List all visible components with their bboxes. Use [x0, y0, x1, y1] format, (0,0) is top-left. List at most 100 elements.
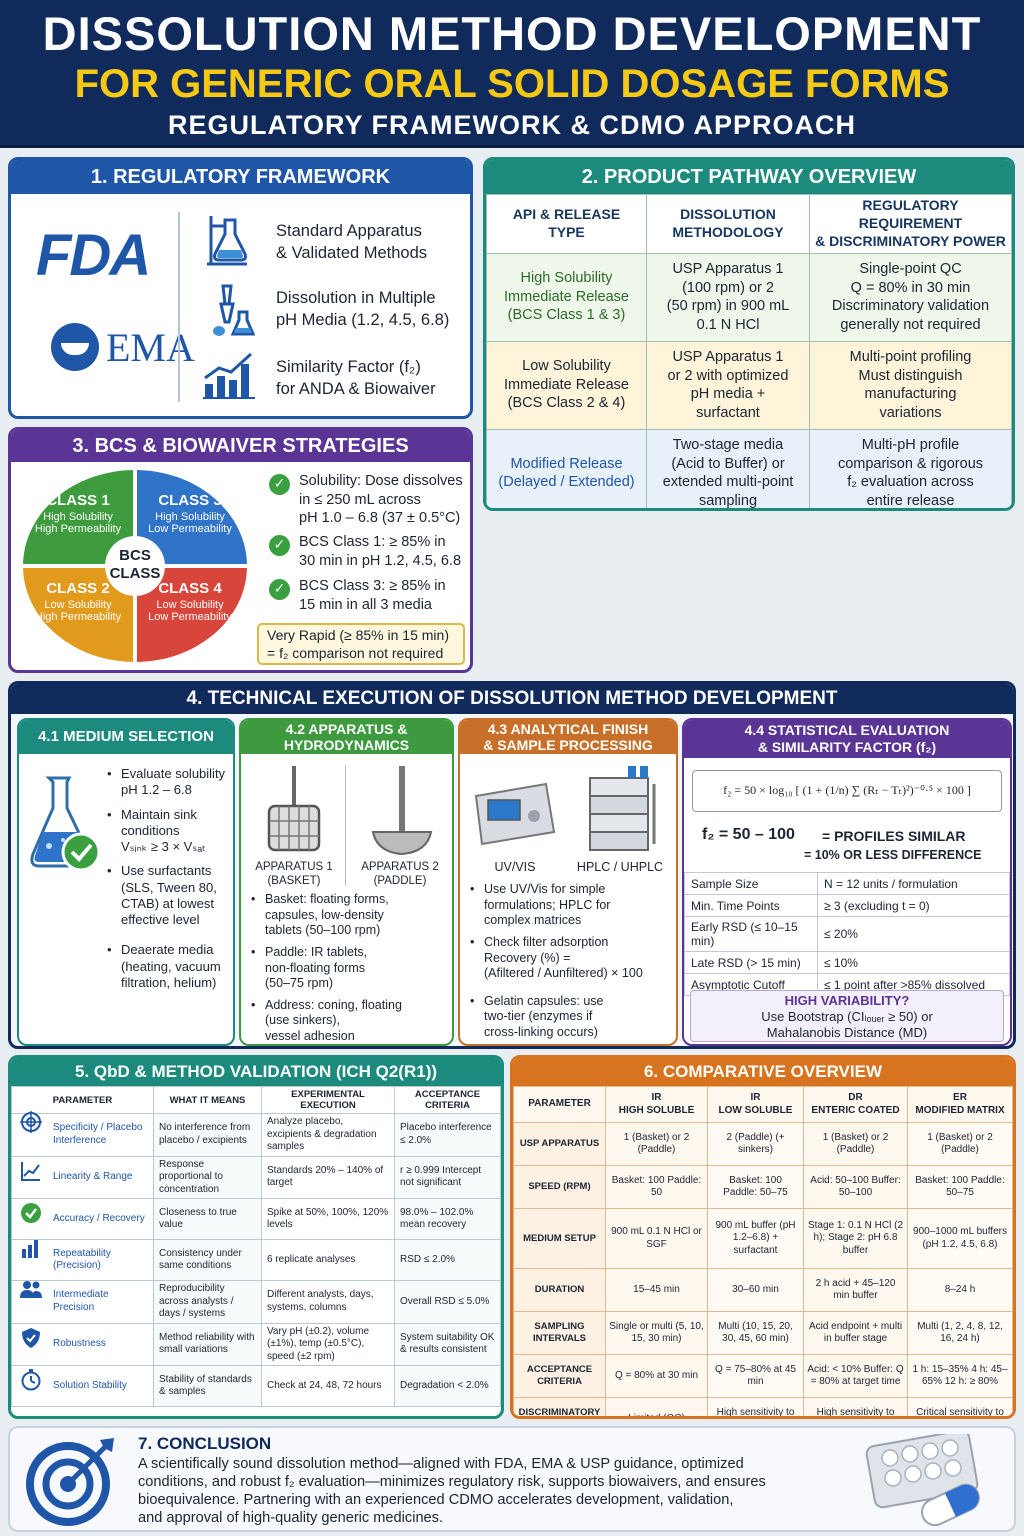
- validation-parameter-label: Intermediate Precision: [53, 1289, 109, 1313]
- uv-vis-instrument-icon: [474, 782, 556, 846]
- apparatus-list: Basket: floating forms,capsules, low-den…: [251, 892, 451, 1044]
- cmp-cell: Q = 80% at 30 min: [605, 1354, 708, 1398]
- bcs-class-3: CLASS 3 High Solubility Low Permeability: [148, 492, 232, 535]
- cmp-cell: 8–24 h: [907, 1268, 1013, 1312]
- validation-cell-a: System suitability OK & results consiste…: [394, 1322, 501, 1366]
- f2-formula: f₂ = 50 × log₁₀ [ (1 + (1/n) ∑ (Rₜ − Tₜ)…: [692, 770, 1002, 812]
- cmp-cell: Limited (QC): [605, 1397, 708, 1416]
- cmp-row-label: USP APPARATUS: [513, 1122, 606, 1166]
- validation-cell-a: Degradation < 2.0%: [394, 1365, 501, 1407]
- validation-header: ACCEPTANCE CRITERIA: [394, 1086, 501, 1114]
- page-header: DISSOLUTION METHOD DEVELOPMENT FOR GENER…: [0, 0, 1024, 148]
- cmp-cell: High sensitivity to coating & pH trigger: [803, 1397, 908, 1416]
- cmp-cell: Stage 1: 0.1 N HCl (2 h); Stage 2: pH 6.…: [803, 1208, 908, 1269]
- validation-cell-e: Vary pH (±0.2), volume (±1%), temp (±0.5…: [261, 1322, 395, 1366]
- validation-parameter: Intermediate Precision: [11, 1280, 154, 1324]
- analytical-title: 4.3 ANALYTICAL FINISH& SAMPLE PROCESSING: [460, 720, 676, 754]
- section-conclusion: 7. CONCLUSION A scientifically sound dis…: [8, 1426, 1016, 1532]
- cmp-cell: Basket: 100 Paddle: 50: [605, 1165, 708, 1209]
- flask-stand-icon: [207, 216, 247, 266]
- validation-parameter: Linearity & Range: [11, 1155, 154, 1199]
- bar-chart-icon: [203, 352, 255, 399]
- table-row: Intermediate Precision Reproducibility ac…: [11, 1280, 501, 1324]
- cmp-cell: 1 (Basket) or 2 (Paddle): [907, 1122, 1013, 1166]
- cmp-cell: 1 (Basket) or 2 (Paddle): [803, 1122, 908, 1166]
- table-row: Min. Time Points≥ 3 (excluding t = 0): [684, 894, 1010, 917]
- validation-parameter: Specificity / Placebo Interference: [11, 1111, 154, 1157]
- validation-cell-m: Stability of standards & samples: [153, 1365, 262, 1407]
- check-circle-icon: [20, 1202, 42, 1227]
- divider: [178, 212, 180, 402]
- apparatus-2-label: APPARATUS 2(PADDLE): [361, 861, 439, 887]
- reg-item-2-line1: Dissolution in Multiple: [276, 289, 436, 307]
- validation-cell-m: Reproducibility across analysts / days /…: [153, 1280, 262, 1324]
- list-item: Address: coning, floating(use sinkers),v…: [251, 998, 451, 1044]
- reg-item-3-line1: Similarity Factor (f₂): [276, 358, 421, 376]
- bar-chart-icon: [20, 1237, 42, 1262]
- medium-selection-panel: 4.1 MEDIUM SELECTION Evaluate solubility…: [17, 718, 235, 1046]
- validation-cell-a: Placebo interference ≤ 2.0%: [394, 1113, 501, 1157]
- section-4-title: 4. TECHNICAL EXECUTION OF DISSOLUTION ME…: [11, 684, 1013, 714]
- section-5-title: 5. QbD & METHOD VALIDATION (ICH Q2(R1)): [11, 1058, 501, 1086]
- cmp-cell: Acid: 50–100 Buffer: 50–100: [803, 1165, 908, 1209]
- ema-logo-text: EMA: [106, 325, 195, 370]
- hplc-label: HPLC / UHPLC: [576, 860, 664, 874]
- page-subtitle: FOR GENERIC ORAL SOLID DOSAGE FORMS: [74, 62, 950, 106]
- validation-table: PARAMETER WHAT IT MEANS EXPERIMENTAL EXE…: [11, 1086, 501, 1407]
- statistical-panel: 4.4 STATISTICAL EVALUATION& SIMILARITY F…: [682, 718, 1012, 1046]
- validation-cell-e: Spike at 50%, 100%, 120% levels: [261, 1198, 395, 1240]
- validation-cell-m: Method reliability with small variations: [153, 1322, 262, 1366]
- reg-item-2-line2: pH Media (1.2, 4.5, 6.8): [276, 311, 450, 329]
- validation-cell-e: Check at 24, 48, 72 hours: [261, 1365, 395, 1407]
- flask-check-icon: [30, 776, 99, 872]
- cmp-row-label: DURATION: [513, 1268, 606, 1312]
- cmp-cell: 900 mL buffer (pH 1.2–6.8) + surfactant: [707, 1208, 804, 1269]
- validation-parameter-label: Robustness: [53, 1338, 106, 1349]
- page-tagline: REGULATORY FRAMEWORK & CDMO APPROACH: [168, 110, 856, 140]
- validation-cell-a: 98.0% – 102.0% mean recovery: [394, 1198, 501, 1240]
- section-product-pathway: 2. PRODUCT PATHWAY OVERVIEW API & RELEAS…: [483, 157, 1015, 511]
- divider: [345, 766, 346, 886]
- reg-item-1: Standard Apparatus & Validated Methods: [276, 220, 427, 264]
- cmp-cell: 30–60 min: [707, 1268, 804, 1312]
- validation-header: EXPERIMENTAL EXECUTION: [261, 1086, 395, 1114]
- cmp-cell: High sensitivity to variations: [707, 1397, 804, 1416]
- pills-blister-icon: [865, 1434, 980, 1527]
- table-row: Robustness Method reliability with small …: [11, 1322, 501, 1366]
- validation-cell-a: r ≥ 0.999 Intercept not significant: [394, 1155, 501, 1199]
- validation-header: WHAT IT MEANS: [153, 1086, 262, 1114]
- reg-item-1-line1: Standard Apparatus: [276, 222, 422, 240]
- bcs-class-2: CLASS 2 Low Solubility High Permeability: [34, 580, 122, 623]
- validation-cell-m: No interference from placebo / excipient…: [153, 1113, 262, 1157]
- cmp-cell: Single or multi (5, 10, 15, 30 min): [605, 1311, 708, 1355]
- cmp-cell: 1 (Basket) or 2 (Paddle): [605, 1122, 708, 1166]
- shield-icon: [20, 1327, 42, 1352]
- target-icon: [20, 1111, 42, 1136]
- section-6-title: 6. COMPARATIVE OVERVIEW: [513, 1058, 1013, 1086]
- bcs-class-1: CLASS 1 High Solubility High Permeabilit…: [34, 492, 122, 535]
- apparatus-title: 4.2 APPARATUS &HYDRODYNAMICS: [241, 720, 452, 754]
- fda-logo: FDA: [36, 223, 151, 288]
- reg-item-3-line2: for ANDA & Biowaiver: [276, 380, 436, 398]
